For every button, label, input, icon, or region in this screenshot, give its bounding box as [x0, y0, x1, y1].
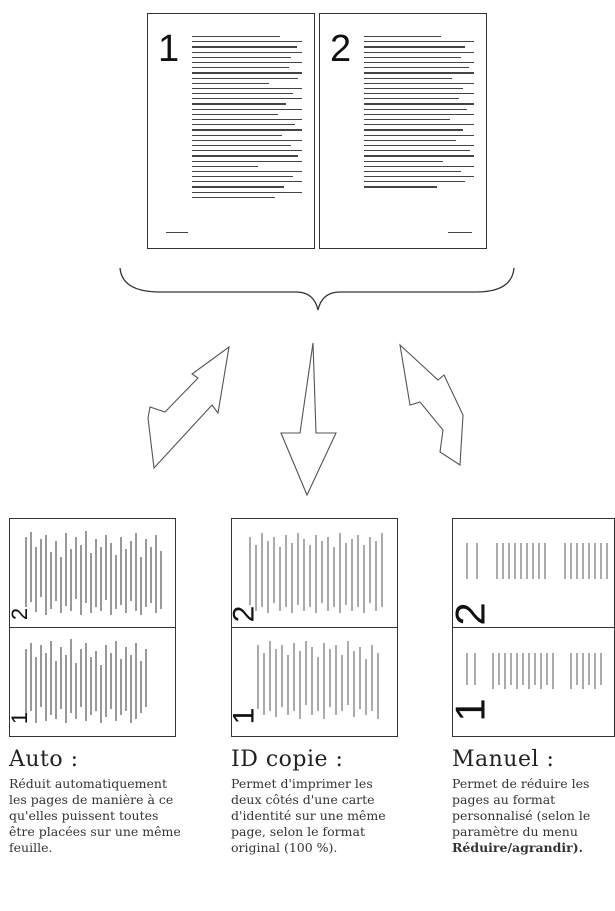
mode-manuel-thumbnail: 2 1	[452, 518, 615, 737]
mode-manuel-divider	[453, 627, 614, 628]
mode-auto-divider	[10, 627, 175, 628]
mode-manuel-bottom-bars	[466, 653, 602, 689]
mode-auto-top-digit: 2	[9, 607, 33, 621]
mode-id-copie-title: ID copie :	[231, 747, 344, 772]
mode-auto-thumbnail: 2 1	[9, 518, 176, 737]
mode-id-copie-description: Permet d'imprimer les deux côtés d'une c…	[231, 776, 386, 855]
arrow-center	[280, 342, 337, 497]
mode-manuel-top-bars	[466, 543, 608, 579]
original-page-2-text-lines	[364, 36, 474, 192]
mode-manuel-top-digit: 2	[453, 602, 494, 625]
mode-auto-title: Auto :	[9, 747, 79, 772]
mode-manuel-description-text: Permet de réduire les pages au format pe…	[452, 776, 591, 839]
arrow-left	[147, 345, 230, 470]
original-page-1-text-lines	[192, 36, 302, 202]
original-page-1: 1	[147, 13, 315, 249]
mode-manuel-bottom-digit: 1	[453, 698, 494, 721]
mode-id-copie-bottom-bars	[257, 641, 379, 719]
original-page-2-footer-line	[448, 232, 472, 234]
mode-auto-bottom-bars	[25, 639, 147, 723]
original-page-2: 2	[319, 13, 487, 249]
mode-manuel-description: Permet de réduire les pages au format pe…	[452, 776, 615, 856]
mode-auto-top-bars	[25, 531, 162, 615]
mode-auto: 2 1 Auto : Réduit automatiquement les pa…	[9, 518, 187, 856]
mode-manuel-title: Manuel :	[452, 747, 555, 772]
arrow-right	[399, 343, 464, 466]
curly-brace	[119, 267, 515, 311]
mode-id-copie-bottom-digit: 1	[232, 708, 260, 725]
mode-id-copie-thumbnail: 2 1	[231, 518, 398, 737]
mode-id-copie-divider	[232, 627, 397, 628]
mode-manuel: 2 1 Manuel : Permet de réduire les pages…	[452, 518, 615, 856]
original-page-2-number: 2	[330, 28, 352, 70]
original-page-1-number: 1	[158, 28, 180, 70]
mode-auto-description: Réduit automatiquement les pages de mani…	[9, 776, 181, 855]
mode-id-copie-top-bars	[249, 533, 383, 613]
mode-id-copie: 2 1 ID copie : Permet d'imprimer les deu…	[231, 518, 409, 856]
mode-auto-bottom-digit: 1	[9, 711, 33, 725]
original-page-1-footer-line	[166, 232, 188, 234]
mode-manuel-menu-name: Réduire/agrandir).	[452, 840, 583, 855]
mode-id-copie-top-digit: 2	[232, 606, 260, 623]
